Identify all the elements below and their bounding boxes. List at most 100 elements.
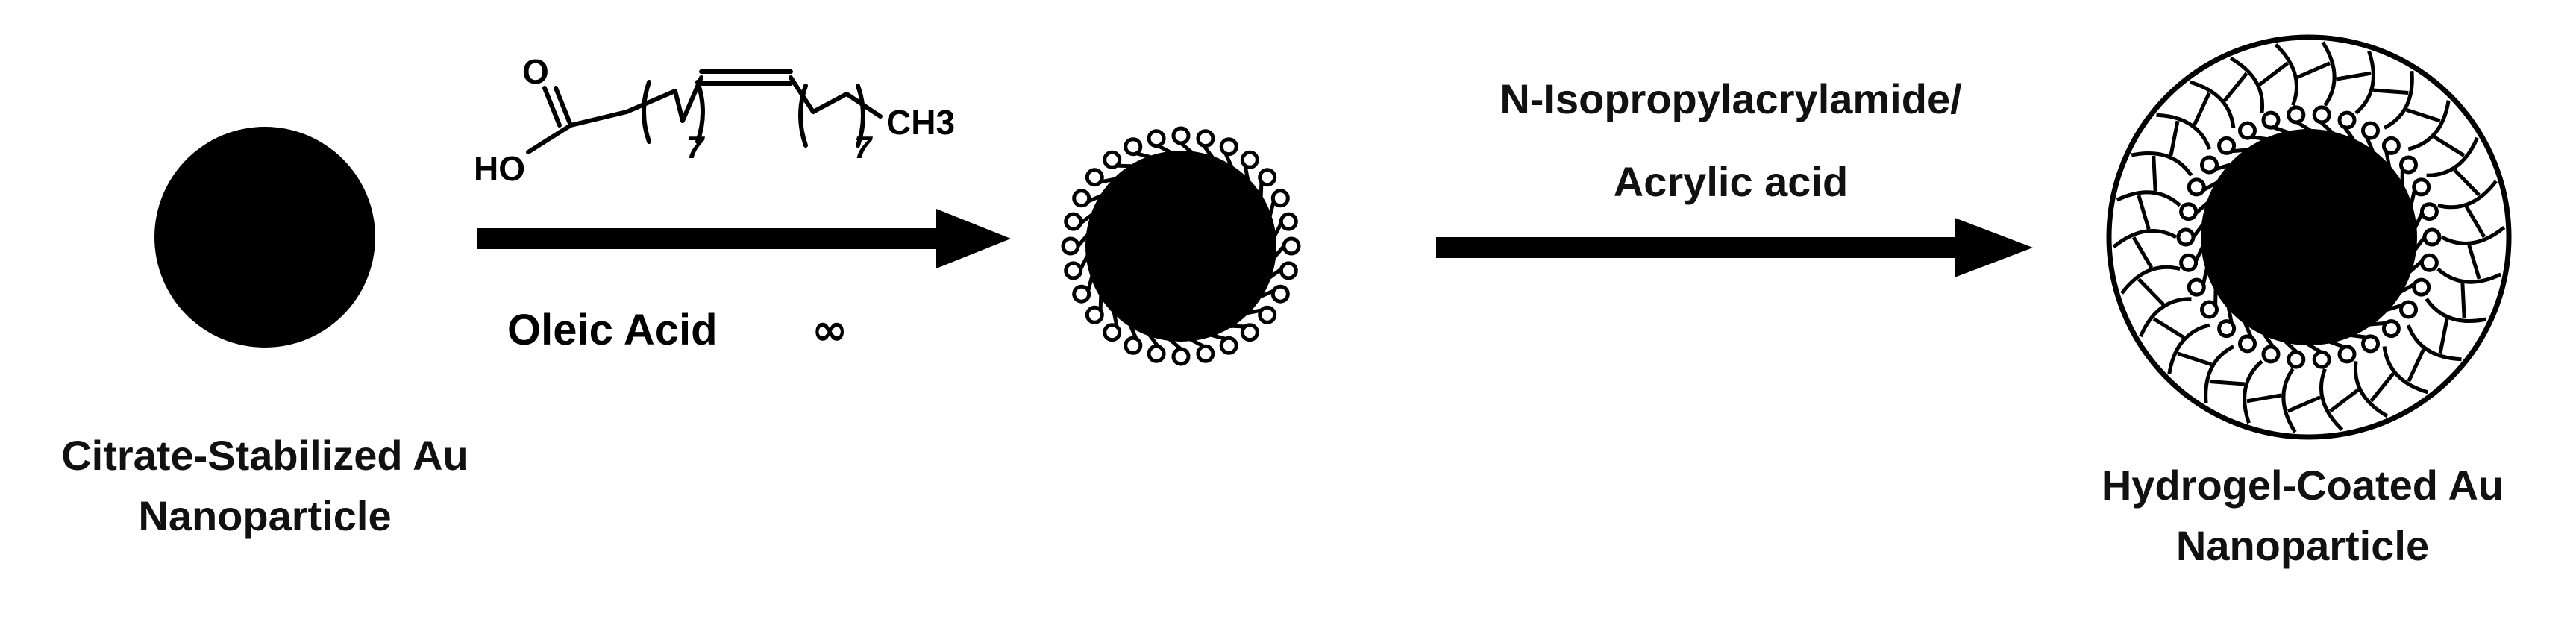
hydrogel-ligand [2312,350,2331,369]
polymer-strand [2436,267,2502,284]
oleic-ligand-tail [1243,165,1250,181]
hydrogel-ligand-tail [2192,223,2204,239]
polymer-strand [2281,368,2297,433]
hydrogel-ligand [2287,105,2306,125]
hydrogel-ligand-tail [2284,339,2298,354]
hydrogel-nanoparticle-label: Hydrogel-Coated Au Nanoparticle [2029,455,2576,576]
oleic-ligand-tail [1100,177,1116,184]
polymer-strand [2437,180,2498,210]
hydrogel-ligand [2337,345,2357,364]
hydrogel-ligand [2187,277,2206,297]
arrow-oleic-acid [477,209,1011,268]
polymer-crosslink [2407,348,2425,383]
oleic-ligand-tail [1086,276,1094,292]
oleic-ligand [1124,336,1143,355]
hydrogel-ligand-tail [2226,307,2234,324]
polymer-strand [2229,56,2265,113]
oleic-acid-structure [526,69,883,154]
hydrogel-ligand [2179,253,2199,272]
hydrogel-ligand-tail [2272,125,2290,135]
polymer-crosslink [2287,395,2322,413]
polymer-crosslink [2433,135,2466,157]
polymer-strand [2120,265,2181,295]
hydrogel-ligand-tail [2408,260,2424,274]
oleic-ligand-tail [1098,295,1103,311]
hydrogel-ligand-tail [2400,169,2404,186]
hydrogel-ligand [2381,136,2401,155]
polymer-strand [2382,346,2429,395]
oleic-ligand-tail [1179,142,1194,154]
hydrogel-ligand-tail [2214,163,2231,172]
hydrogel-ligand [2412,177,2431,197]
hydrogel-ligand [2238,334,2257,354]
oleic-ligand-tail [1230,324,1246,329]
oleic-ligand [1103,150,1122,169]
oleic-ligand [1171,347,1191,366]
citrate-nanoparticle-label: Citrate-Stabilized Au Nanoparticle [0,425,530,546]
chain-subscript-left: 7 [686,130,705,165]
oleic-ligand [1085,168,1104,187]
citrate-nanoparticle-name: Citrate-Stabilized Au [61,432,468,479]
hydrogel-polymer-network [2112,41,2506,433]
oleic-acid-symbol: ∞ [812,304,847,355]
hydrogel-ligand [2200,300,2219,319]
hydrogel-ligand [2419,202,2439,221]
oleic-ligand [1147,129,1166,148]
hydrogel-inner-ligand-shell [2176,105,2442,369]
hydrogel-ligand [2381,319,2401,339]
hydrogel-reagent-label: N-Isopropylacrylamide/ Acrylic acid [1395,69,2066,212]
oleic-ligand-tail [1079,213,1094,225]
oleic-ligand [1064,212,1083,231]
polymer-strand [2426,136,2479,177]
polymer-crosslink [2453,168,2481,197]
hydrogel-ligand-tail [2350,333,2367,339]
arrow-hydrogel [1436,218,2033,277]
oleic-ligand-tail [1079,254,1089,270]
oleic-ligand-tail [1202,145,1215,159]
polymer-crosslink [2464,205,2486,239]
polymer-strand [2425,298,2487,323]
hydrogel-reagent-line1: N-Isopropylacrylamide/ [1499,75,1962,122]
hydrogel-ligand-tail [2295,120,2312,133]
hydrogel-core-nanoparticle [2201,129,2417,345]
hydrogel-ligand-tail [2201,268,2209,285]
hydrogel-ligand [2399,155,2418,175]
oleic-ligand-tail [1087,193,1103,204]
hydrogel-ligand [2217,319,2237,339]
hydrogel-ligand-tail [2194,201,2210,215]
polymer-crosslink [2336,71,2372,81]
hydrogel-ligand-tail [2231,148,2248,154]
polymer-crosslink [2328,388,2360,413]
polymer-strand [2406,324,2462,362]
polymer-crosslink [2152,317,2185,339]
oleic-ligand-tail [1112,311,1119,327]
oleic-ligand [1196,129,1215,148]
polymer-strand [2407,100,2451,151]
hydrogel-ligand-tail [2370,321,2387,327]
oleic-ligand-tail [1223,152,1234,168]
hydrogel-ligand-tail [2399,282,2416,294]
polymer-crosslink [2258,61,2290,87]
chain-subscript-right: 7 [854,130,873,165]
hydrogel-ligand-tail [2413,236,2426,251]
polymer-crosslink [2296,61,2331,79]
polymer-crosslink [2137,195,2151,230]
hydrogel-ligand-tail [2387,303,2404,312]
hydrogel-ligand [2361,121,2380,140]
oleic-acid-reagent-label: Oleic Acid [507,306,718,354]
carbonyl-oxygen-label: O [522,52,549,91]
oleic-ligand-tail [1135,151,1151,160]
oleic-ligand [1072,189,1091,208]
oleic-ligand [1258,305,1277,324]
oleic-ligand [1064,261,1083,280]
oleic-ligand [1196,344,1215,363]
polymer-strand [2383,70,2414,130]
polymer-crosslink [2460,283,2466,319]
hydrogel-ligand-tail [2328,339,2345,349]
oleic-ligand-tail [1157,144,1173,154]
hydrogel-ligand-tail [2262,333,2275,348]
polymer-crosslink [2406,108,2441,123]
oleic-ligand-tail [1189,338,1205,348]
oleic-ligand [1270,284,1290,304]
